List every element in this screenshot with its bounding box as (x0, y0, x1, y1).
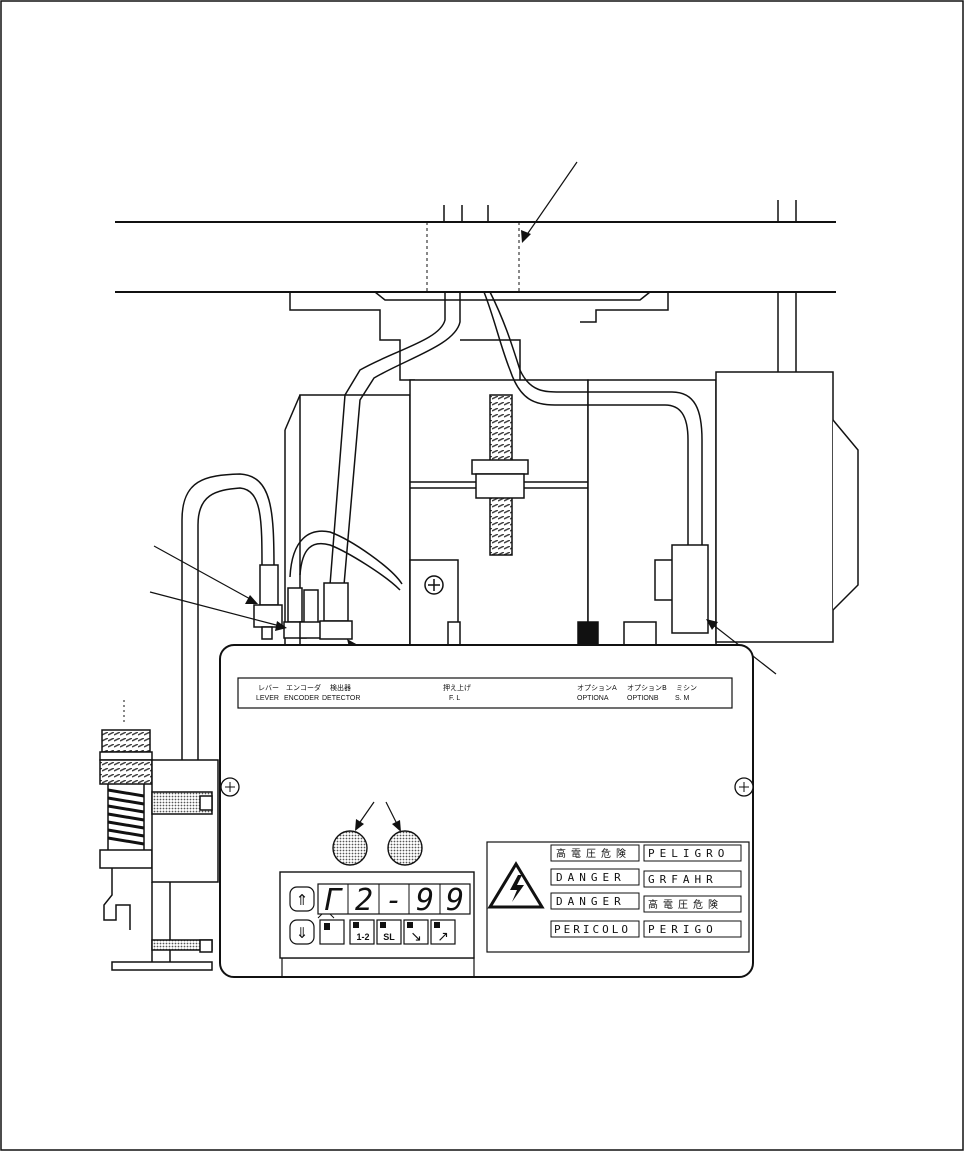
table-board (115, 200, 836, 293)
arrow-up-icon: ⇑ (296, 891, 309, 909)
warning-text: PERICOLO (554, 923, 631, 936)
led-indicator (380, 922, 386, 928)
warning-text: 高電圧危険 (648, 898, 723, 911)
warning-text: 高電圧危険 (556, 847, 631, 860)
digit-5: 9 (446, 883, 464, 918)
warning-label: 高電圧危険 PELIGRO DANGER GRFAHR DANGER 高電圧危険… (486, 841, 750, 953)
label-option-a-en: OPTIONA (577, 695, 609, 702)
digit-3: - (385, 883, 403, 918)
operation-panel: ⇑ ⇓ Γ 2 - 9 9 1-2 SL (279, 871, 475, 959)
digit-2: 2 (355, 883, 373, 918)
label-lever-jp: レバー (258, 684, 279, 692)
arrow-up-right-icon: ↗ (437, 929, 449, 945)
key-a[interactable] (319, 919, 345, 945)
function-keys: 1-2 SL ↘ ↗ (317, 913, 456, 945)
led-indicator (434, 922, 440, 928)
down-key[interactable]: ⇓ (289, 919, 315, 945)
knob-right[interactable] (387, 830, 423, 866)
cable-plugs (253, 544, 709, 640)
label-sm-en: S. M (675, 695, 690, 702)
key-up-right[interactable] (430, 919, 456, 945)
led-indicator (407, 922, 413, 928)
leader-table (521, 161, 578, 243)
arrow-down-right-icon: ↘ (410, 929, 422, 945)
label-option-b-en: OPTIONB (627, 695, 659, 702)
spring-assembly (99, 700, 219, 971)
label-fl-en: F. L (449, 695, 460, 702)
pulley-cover (715, 371, 859, 643)
warning-text: GRFAHR (648, 873, 718, 886)
high-voltage-icon (487, 861, 545, 909)
key-1-2-label: 1-2 (356, 932, 369, 942)
option-connectors (577, 621, 657, 649)
label-option-b-jp: オプションB (627, 684, 667, 692)
motor-bracket (289, 291, 797, 381)
label-lever-en: LEVER (256, 695, 279, 702)
up-key[interactable]: ⇑ (289, 886, 315, 912)
digit-1: Γ (324, 883, 343, 918)
label-detector-en: DETECTOR (322, 695, 360, 702)
seven-segment-display: Γ 2 - 9 9 (317, 883, 471, 918)
leader-encoder (149, 591, 287, 631)
led-indicator (353, 922, 359, 928)
warning-text: DANGER (556, 895, 626, 908)
digit-4: 9 (416, 883, 434, 918)
label-encoder-en: ENCODER (284, 695, 319, 702)
connector-labels: レバー LEVER エンコーダ ENCODER 検出器 DETECTOR 押え上… (256, 683, 697, 702)
knob-left[interactable] (332, 830, 368, 866)
label-fl-jp: 押え上げ (443, 683, 471, 692)
adjustment-knobs (332, 801, 423, 866)
screw-plate (409, 559, 461, 648)
cables (181, 291, 703, 760)
label-detector-jp: 検出器 (330, 683, 351, 692)
label-encoder-jp: エンコーダ (286, 683, 321, 692)
adjusting-bolt (471, 394, 529, 556)
label-sm-jp: ミシン (676, 684, 697, 692)
warning-text: DANGER (556, 871, 626, 884)
leader-lever (153, 545, 258, 604)
arrow-down-icon: ⇓ (296, 924, 309, 942)
label-option-a-jp: オプションA (577, 684, 617, 692)
warning-text: PELIGRO (648, 847, 729, 860)
led-indicator (324, 923, 330, 930)
key-sl-label: SL (383, 932, 395, 942)
warning-text: PERIGO (648, 923, 718, 936)
